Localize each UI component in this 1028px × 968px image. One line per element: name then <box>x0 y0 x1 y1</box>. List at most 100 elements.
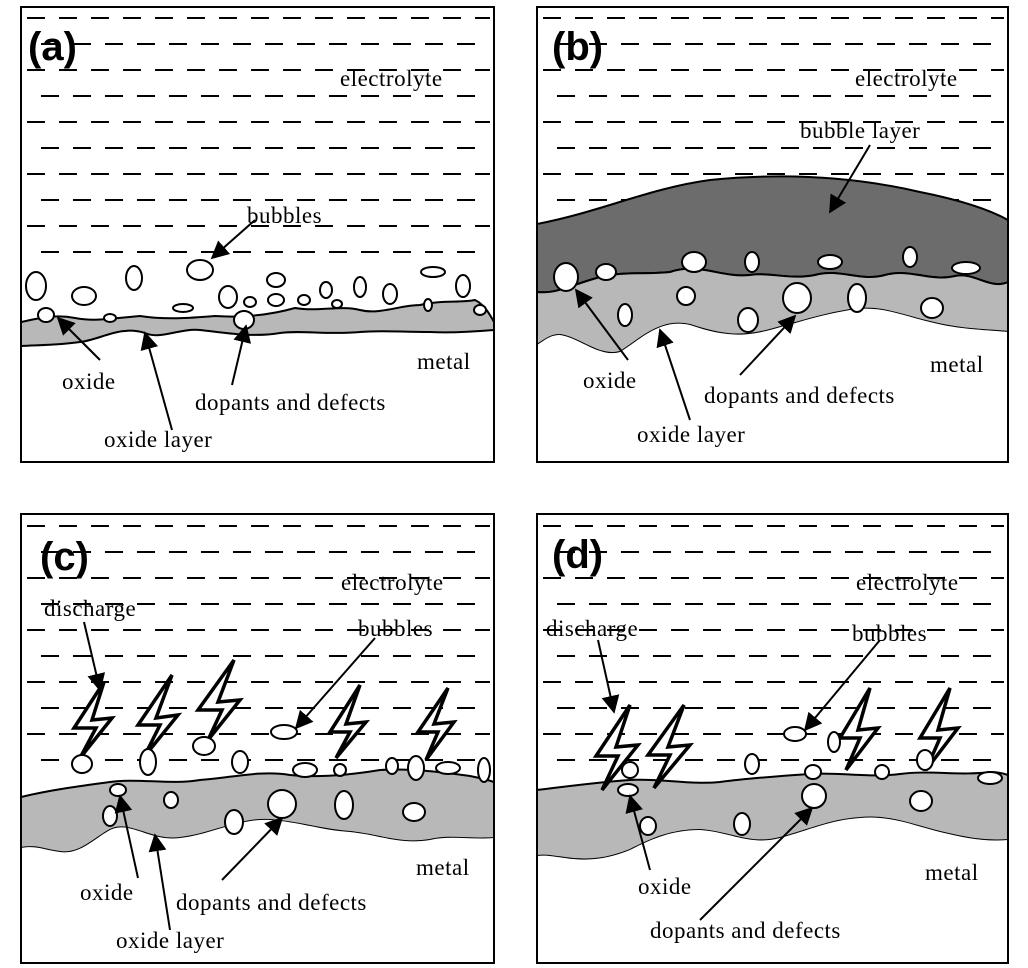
dopant-particle <box>233 310 255 330</box>
bubble <box>267 293 285 307</box>
arrow-oxide-layer <box>148 833 171 931</box>
dopant-particle <box>801 783 827 809</box>
oxide-particle <box>804 764 822 780</box>
bubble <box>916 749 934 771</box>
dopant-particle <box>737 307 759 333</box>
label-oxide-layer: oxide layer <box>637 422 745 447</box>
discharge-spark <box>134 674 183 759</box>
bubble <box>407 755 425 781</box>
panel-label: (c) <box>40 535 89 579</box>
bubble <box>297 294 311 306</box>
arrow-discharge <box>83 621 106 692</box>
oxide-particle <box>951 261 981 275</box>
bubble <box>71 754 93 774</box>
discharge-spark <box>592 704 642 792</box>
bubble <box>103 313 117 323</box>
label-oxide: oxide <box>583 368 637 393</box>
electrolyte-dashes <box>27 525 490 761</box>
bubbles <box>25 259 487 323</box>
arrow-dopants <box>739 314 797 376</box>
panel-label: (d) <box>552 533 603 577</box>
arrow-bubbles <box>294 637 376 730</box>
oxide-particle <box>435 761 461 775</box>
bubble <box>270 724 298 740</box>
label-metal: metal <box>930 352 984 377</box>
dopant-particle <box>639 816 657 836</box>
oxide-particle <box>817 254 843 270</box>
dopant-particle <box>102 805 118 827</box>
bubble <box>420 266 446 278</box>
label-dopants-and-defects: dopants and defects <box>650 918 841 943</box>
panel-c: (c) electrolyte discharge bubbles metal … <box>20 513 495 964</box>
bubble <box>319 281 333 299</box>
bubble <box>477 757 491 783</box>
label-bubbles: bubbles <box>247 203 322 228</box>
dopant-particle <box>733 812 751 836</box>
bubble <box>455 274 471 298</box>
arrow-dopants <box>231 324 252 386</box>
label-dopants-and-defects: dopants and defects <box>176 890 367 915</box>
oxide-particle <box>902 246 918 268</box>
dopant-particle <box>617 303 633 327</box>
metal-region <box>537 308 1008 462</box>
oxide-particle <box>292 762 318 778</box>
label-oxide-layer: oxide layer <box>104 427 212 452</box>
label-bubbles: bubbles <box>358 616 433 641</box>
bubbles <box>71 724 491 797</box>
panel-frame <box>536 6 1009 463</box>
metal-region <box>21 314 494 462</box>
label-metal: metal <box>416 855 470 880</box>
dopant-particles <box>102 789 426 835</box>
dopant-particle <box>163 791 179 809</box>
oxide-particles <box>804 764 1003 785</box>
dopant-particle <box>267 789 297 819</box>
panel-b: (b) electrolyte bubble layer metal oxide… <box>536 6 1009 463</box>
discharge-spark <box>194 658 244 742</box>
bubble <box>744 753 760 775</box>
discharge-spark <box>414 687 458 762</box>
bubble <box>621 761 639 779</box>
arrow-dopants <box>221 816 284 881</box>
arrow-oxide-layer <box>656 328 691 421</box>
oxide-particle <box>553 262 579 292</box>
bubble <box>783 726 807 742</box>
bubble <box>473 304 487 316</box>
oxide-particle <box>385 757 399 775</box>
arrow-discharge <box>597 639 620 714</box>
electrolyte-dashes <box>27 17 490 253</box>
oxide-particles <box>553 246 981 292</box>
label-dopants-and-defects: dopants and defects <box>704 383 895 408</box>
label-oxide-layer: oxide layer <box>116 928 224 953</box>
panel-label: (b) <box>552 25 603 69</box>
panel-label: (a) <box>28 25 77 69</box>
panel-frame <box>20 513 495 964</box>
dopant-particle <box>224 809 244 835</box>
discharge-spark <box>836 687 882 772</box>
dopant-particle <box>909 790 933 812</box>
discharge-spark <box>326 684 371 760</box>
bubble <box>71 286 97 306</box>
bubble <box>172 303 194 313</box>
arrow-bubble-layer <box>829 144 871 214</box>
panel-d: (d) electrolyte discharge bubbles metal … <box>536 513 1009 964</box>
arrow-dopants <box>699 806 814 921</box>
label-oxide: oxide <box>80 880 134 905</box>
bubble <box>192 736 216 756</box>
bubble <box>266 272 286 288</box>
dopant-particle <box>334 790 354 820</box>
bubble <box>218 285 238 309</box>
oxide-particle <box>874 764 890 780</box>
arrow-oxide <box>114 794 139 879</box>
oxide-particle <box>243 296 257 308</box>
bubbles <box>617 726 934 797</box>
panel-frame <box>536 513 1009 964</box>
label-electrolyte: electrolyte <box>856 570 959 595</box>
oxide-particle <box>37 307 55 323</box>
dopant-particle <box>920 297 944 319</box>
oxide-particle <box>595 263 617 281</box>
bubble <box>827 731 841 753</box>
bubble <box>382 283 398 305</box>
bubble <box>231 750 249 774</box>
dopant-particle <box>847 283 867 313</box>
